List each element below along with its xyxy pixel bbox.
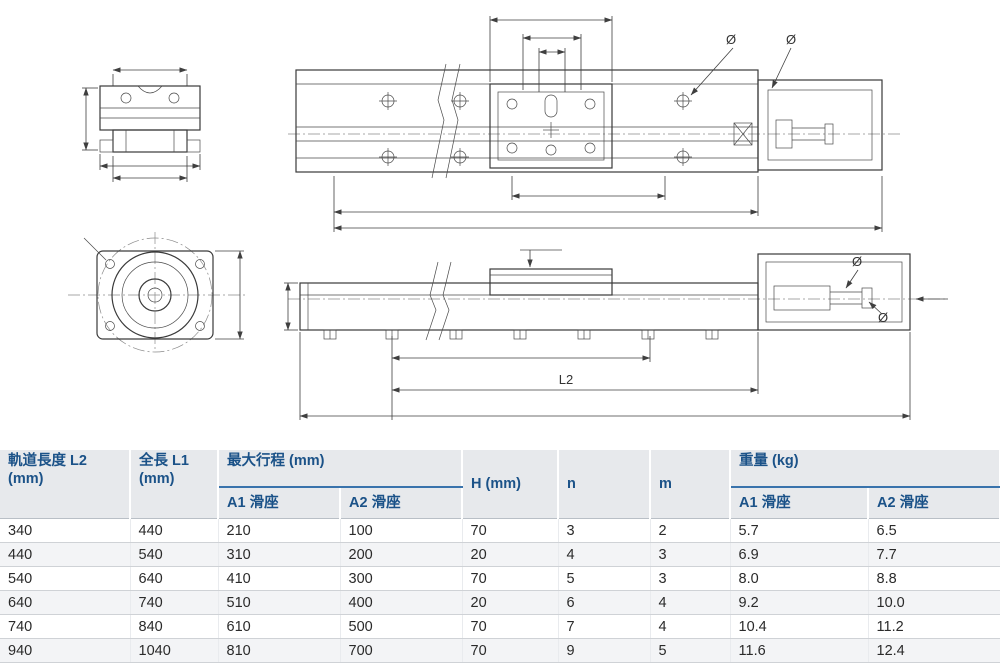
table-cell: 640 [0, 590, 131, 615]
table-cell: 540 [130, 542, 219, 567]
table-cell: 440 [0, 542, 131, 567]
header-weight-a2: A2 滑座 [868, 487, 1000, 519]
table-cell: 740 [0, 614, 131, 639]
header-h: H (mm) [462, 450, 560, 519]
table-cell: 12.4 [868, 638, 1000, 663]
plan-view-stage: Ø Ø [288, 16, 900, 232]
table-cell: 9 [558, 638, 651, 663]
table-cell: 610 [218, 614, 341, 639]
table-cell: 2 [650, 518, 731, 543]
technical-drawing: .o{stroke:#3a3a3a;stroke-width:1.2;fill:… [68, 16, 948, 420]
table-cell: 20 [462, 590, 559, 615]
table-cell: 8.0 [730, 566, 869, 591]
table-cell: 340 [0, 518, 131, 543]
side-elevation-view: Ø Ø L2 [284, 249, 948, 420]
end-view-carriage [82, 67, 201, 182]
table-cell: 11.6 [730, 638, 869, 663]
table-cell: 70 [462, 518, 559, 543]
table-cell: 100 [340, 518, 463, 543]
header-max-stroke: 最大行程 (mm) [218, 450, 464, 488]
table-cell: 3 [558, 518, 651, 543]
table-cell: 5 [650, 638, 731, 663]
table-cell: 11.2 [868, 614, 1000, 639]
table-cell: 940 [0, 638, 131, 663]
header-track-length-line1: 軌道長度 L2 [8, 453, 87, 469]
header-m: m [650, 450, 732, 519]
header-weight: 重量 (kg) [730, 450, 1000, 488]
header-total-length: 全長 L1 (mm) [130, 450, 219, 519]
header-total-length-line1: 全長 L1 [139, 453, 189, 469]
spec-table-head: 軌道長度 L2 (mm) 全長 L1 (mm) 最大行程 (mm) H (mm)… [0, 450, 1000, 519]
motor-face-view [68, 232, 245, 353]
header-stroke-a1: A1 滑座 [218, 487, 341, 519]
table-cell: 3 [650, 542, 731, 567]
table-cell: 4 [650, 590, 731, 615]
plan-carriage-block [489, 83, 613, 169]
header-weight-a1: A1 滑座 [730, 487, 870, 519]
table-cell: 7.7 [868, 542, 1000, 567]
header-track-length: 軌道長度 L2 (mm) [0, 450, 131, 519]
side-motor-block [757, 253, 911, 331]
table-cell: 5 [558, 566, 651, 591]
table-cell: 70 [462, 614, 559, 639]
diameter-label-top-1: Ø [726, 32, 736, 47]
table-cell: 6 [558, 590, 651, 615]
table-cell: 210 [218, 518, 341, 543]
table-cell: 700 [340, 638, 463, 663]
table-cell: 540 [0, 566, 131, 591]
table-cell: 410 [218, 566, 341, 591]
table-cell: 6.5 [868, 518, 1000, 543]
table-cell: 310 [218, 542, 341, 567]
table-cell: 510 [218, 590, 341, 615]
table-cell: 3 [650, 566, 731, 591]
table-cell: 9.2 [730, 590, 869, 615]
drawing-svg: .o{stroke:#3a3a3a;stroke-width:1.2;fill:… [68, 16, 948, 420]
header-stroke-a2: A2 滑座 [340, 487, 464, 519]
table-cell: 4 [558, 542, 651, 567]
table-cell: 8.8 [868, 566, 1000, 591]
table-cell: 7 [558, 614, 651, 639]
table-cell: 810 [218, 638, 341, 663]
table-cell: 840 [130, 614, 219, 639]
side-mounting-feet [323, 329, 719, 340]
l2-dimension-label: L2 [559, 372, 573, 387]
table-cell: 740 [130, 590, 219, 615]
table-cell: 200 [340, 542, 463, 567]
plan-motor-housing [757, 79, 883, 171]
diameter-label-top-2: Ø [786, 32, 796, 47]
table-cell: 20 [462, 542, 559, 567]
header-n: n [558, 450, 652, 519]
table-cell: 4 [650, 614, 731, 639]
spec-table: 軌道長度 L2 (mm) 全長 L1 (mm) 最大行程 (mm) H (mm)… [0, 450, 1000, 663]
table-cell: 10.4 [730, 614, 869, 639]
table-cell: 10.0 [868, 590, 1000, 615]
table-cell: 400 [340, 590, 463, 615]
table-cell: 70 [462, 566, 559, 591]
table-cell: 640 [130, 566, 219, 591]
table-cell: 5.7 [730, 518, 869, 543]
plan-mounting-holes [379, 92, 692, 166]
table-cell: 300 [340, 566, 463, 591]
header-track-length-line2: (mm) [8, 471, 44, 488]
table-cell: 500 [340, 614, 463, 639]
table-cell: 440 [130, 518, 219, 543]
table-cell: 70 [462, 638, 559, 663]
diameter-label-side-2: Ø [878, 310, 888, 325]
header-total-length-line2: (mm) [139, 471, 175, 488]
diameter-label-side-1: Ø [852, 254, 862, 269]
table-cell: 6.9 [730, 542, 869, 567]
table-cell: 1040 [130, 638, 219, 663]
